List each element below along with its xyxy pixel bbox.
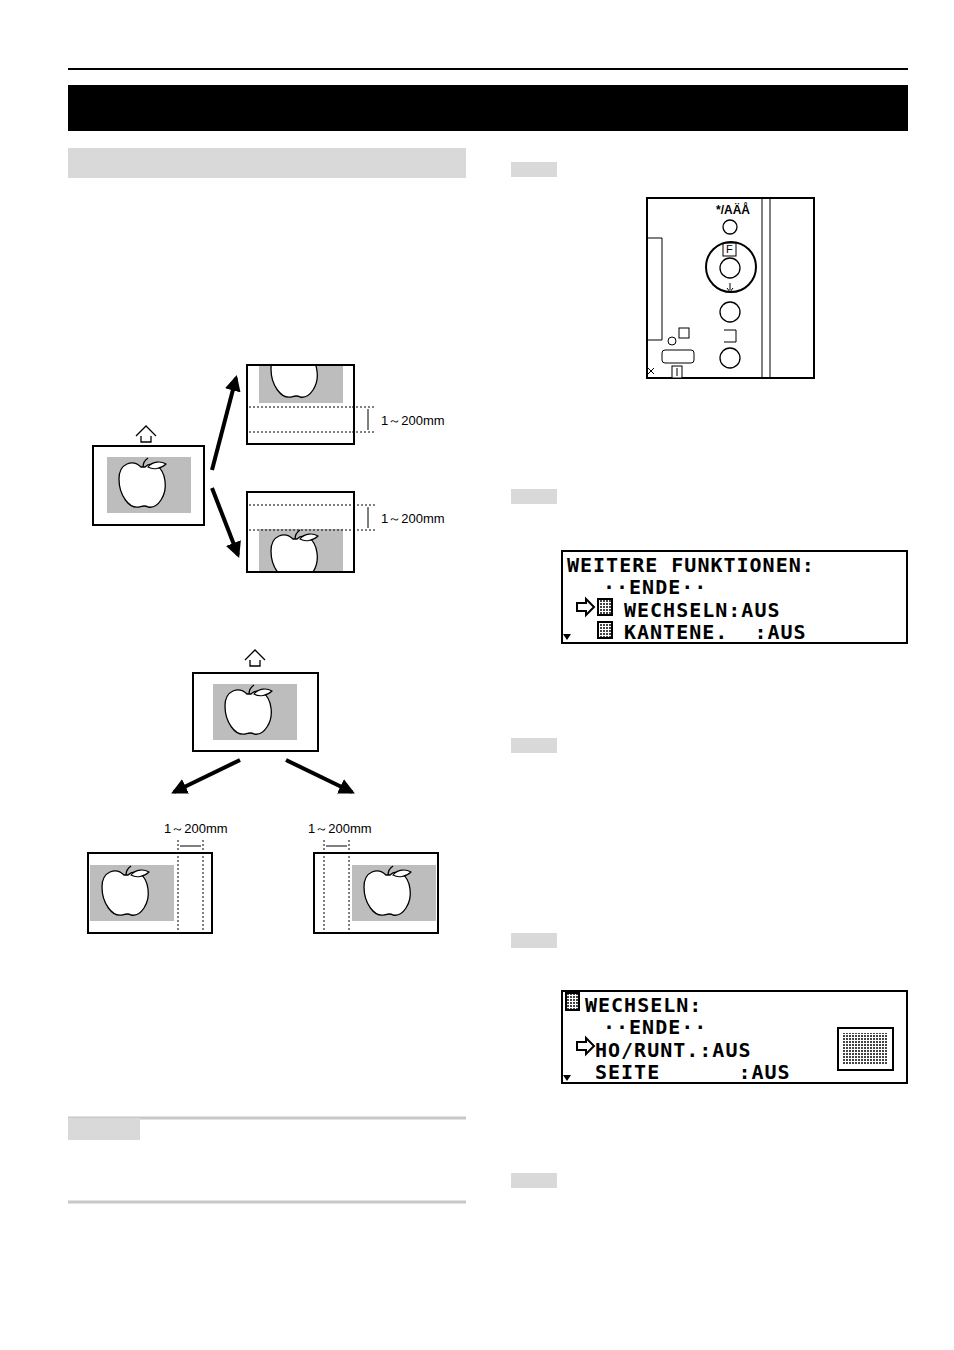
dimension-label: 1～200mm — [380, 414, 446, 427]
key-label: F — [726, 244, 733, 255]
lcd-text: WECHSELN: — [585, 994, 702, 1016]
lcd-text: ··ENDE·· — [603, 1016, 707, 1038]
lcd-screen: WEITERE FUNKTIONEN:··ENDE··WECHSELN:AUSK… — [561, 550, 908, 644]
dimension-label: 1～200mm — [380, 512, 446, 525]
dimension-label: 1～200mm — [163, 822, 229, 835]
lcd-text: HO/RUNT.:AUS — [595, 1039, 752, 1061]
lcd-text: KANTENE. :AUS — [624, 621, 807, 643]
lcd-text: WEITERE FUNKTIONEN: — [567, 554, 815, 576]
key-label: */AÄÅ — [716, 204, 750, 216]
lcd-screen: WECHSELN:··ENDE··HO/RUNT.:AUSSEITE :AUS — [561, 990, 908, 1084]
lcd-text: SEITE :AUS — [595, 1061, 791, 1083]
lcd-text: WECHSELN:AUS — [624, 599, 781, 621]
lcd-text: ··ENDE·· — [603, 576, 707, 598]
dimension-label: 1～200mm — [307, 822, 373, 835]
